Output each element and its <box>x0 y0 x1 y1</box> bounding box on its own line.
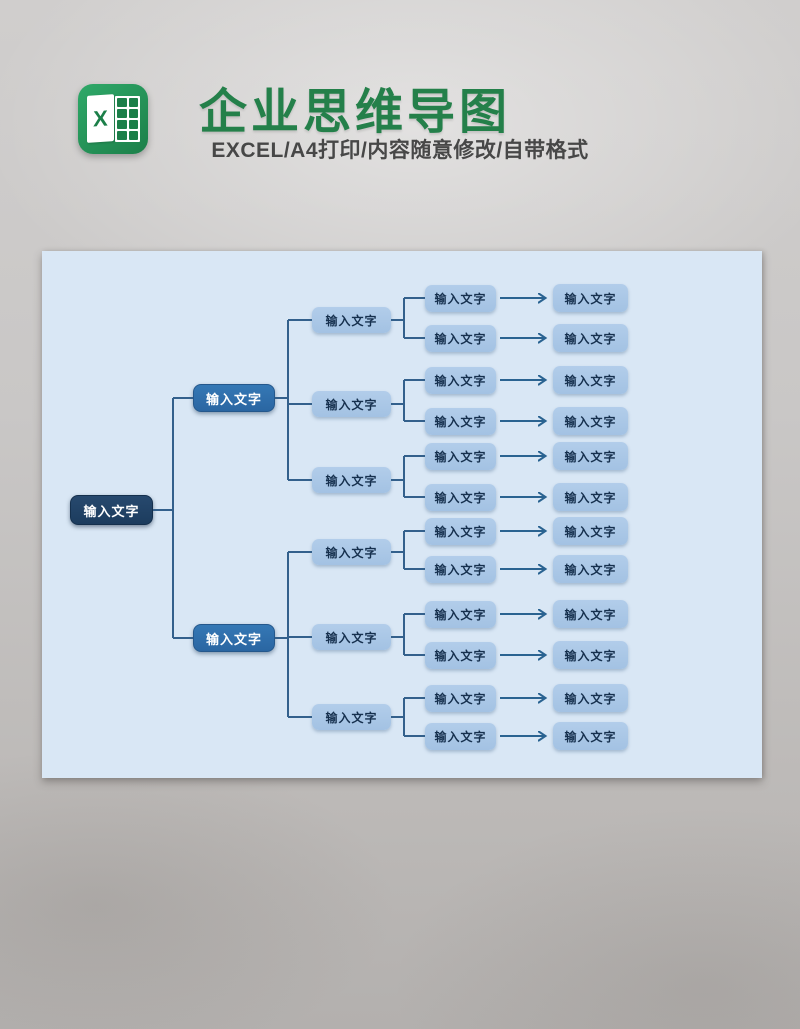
mindmap-root-node[interactable]: 输入文字 <box>70 495 153 525</box>
leaf-node-2[interactable]: 输入文字 <box>425 324 496 352</box>
leaf-node-1[interactable]: 输入文字 <box>425 284 496 312</box>
leaf-node-11[interactable]: 输入文字 <box>425 684 496 712</box>
target-node-7[interactable]: 输入文字 <box>553 517 628 545</box>
target-node-12[interactable]: 输入文字 <box>553 722 628 750</box>
leaf-node-12[interactable]: 输入文字 <box>425 722 496 750</box>
branch-node-2[interactable]: 输入文字 <box>193 624 275 652</box>
excel-icon-grid <box>115 96 140 142</box>
connector-lines <box>153 251 762 778</box>
target-node-11[interactable]: 输入文字 <box>553 684 628 712</box>
sub-branch-node-1[interactable]: 输入文字 <box>312 307 391 333</box>
leaf-node-10[interactable]: 输入文字 <box>425 641 496 669</box>
sub-branch-node-6[interactable]: 输入文字 <box>312 704 391 730</box>
branch-node-1[interactable]: 输入文字 <box>193 384 275 412</box>
leaf-node-7[interactable]: 输入文字 <box>425 517 496 545</box>
excel-icon-letter: X <box>93 104 108 132</box>
target-node-5[interactable]: 输入文字 <box>553 442 628 470</box>
leaf-node-8[interactable]: 输入文字 <box>425 555 496 583</box>
target-node-3[interactable]: 输入文字 <box>553 366 628 394</box>
sub-branch-node-2[interactable]: 输入文字 <box>312 391 391 417</box>
sub-branch-node-3[interactable]: 输入文字 <box>312 467 391 493</box>
target-node-9[interactable]: 输入文字 <box>553 600 628 628</box>
leaf-node-6[interactable]: 输入文字 <box>425 483 496 511</box>
target-node-4[interactable]: 输入文字 <box>553 407 628 435</box>
target-node-8[interactable]: 输入文字 <box>553 555 628 583</box>
target-node-2[interactable]: 输入文字 <box>553 324 628 352</box>
leaf-node-4[interactable]: 输入文字 <box>425 407 496 435</box>
sub-branch-node-5[interactable]: 输入文字 <box>312 624 391 650</box>
target-node-1[interactable]: 输入文字 <box>553 284 628 312</box>
target-node-10[interactable]: 输入文字 <box>553 641 628 669</box>
target-node-6[interactable]: 输入文字 <box>553 483 628 511</box>
leaf-node-9[interactable]: 输入文字 <box>425 600 496 628</box>
leaf-node-5[interactable]: 输入文字 <box>425 442 496 470</box>
sub-branch-node-4[interactable]: 输入文字 <box>312 539 391 565</box>
leaf-node-3[interactable]: 输入文字 <box>425 366 496 394</box>
page-subtitle: EXCEL/A4打印/内容随意修改/自带格式 <box>211 139 589 162</box>
excel-icon: X <box>78 84 148 154</box>
page-title: 企业思维导图 <box>199 86 512 139</box>
mindmap-panel: 输入文字输入文字输入文字输入文字输入文字输入文字输入文字输入文字输入文字输入文字… <box>42 251 762 778</box>
